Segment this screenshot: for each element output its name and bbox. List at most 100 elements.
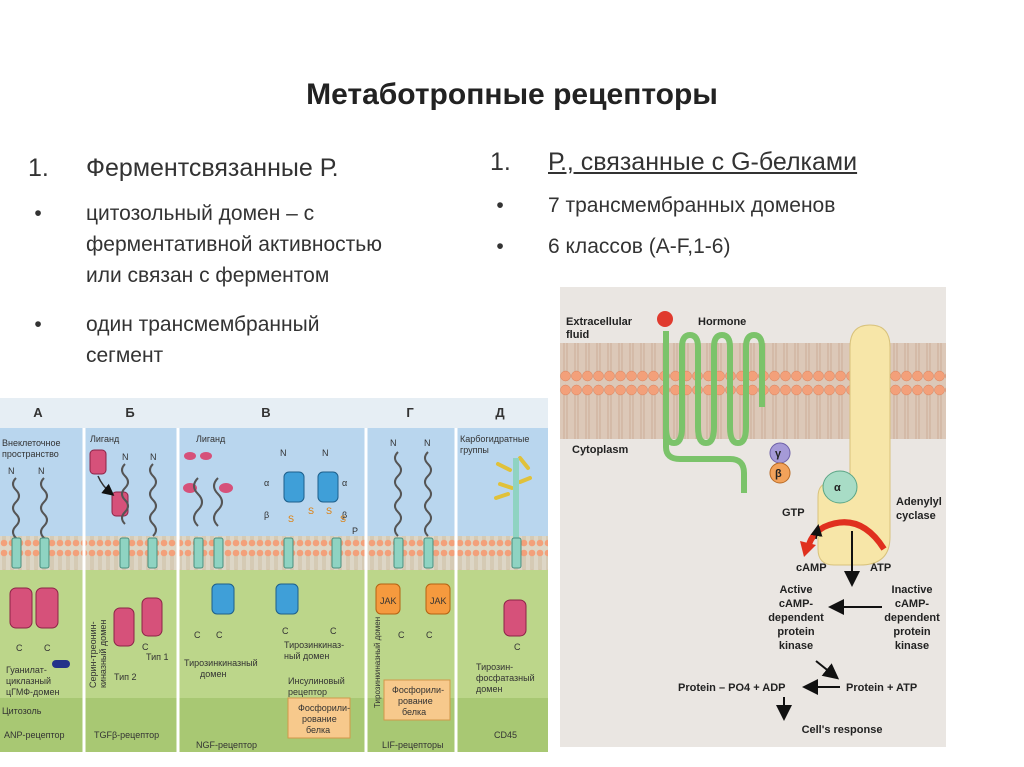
bullet-dot: • <box>496 194 504 217</box>
tyr-kinase-label-2: домен <box>200 669 226 679</box>
active-label-4: protein <box>777 626 815 638</box>
membrane-bilayer <box>0 536 548 570</box>
guanylate-label-2: циклазный <box>6 676 51 686</box>
phos-g-label-2: рование <box>398 696 433 706</box>
c-label: C <box>282 626 289 636</box>
tyr-kinase2-label-2: ный домен <box>284 651 329 661</box>
slide-title: Метаботропные рецепторы <box>306 78 718 111</box>
right-bullet-1-text: 7 трансмембранных доменов <box>548 194 836 217</box>
caption-lif: LIF-рецепторы <box>382 740 443 750</box>
carbo-label-1: Карбогидратные <box>460 434 529 444</box>
inactive-label-1: Inactive <box>892 584 933 596</box>
beta-label: β <box>775 468 782 480</box>
n-label: N <box>38 466 45 476</box>
jak-label: JAK <box>430 596 447 606</box>
phos-g-label-1: Фосфорили- <box>392 685 444 695</box>
p-label: P <box>352 526 358 536</box>
beta-subunit <box>769 462 791 484</box>
extracellular-label-1: Внеклеточное <box>2 438 60 448</box>
ligand-label-v: Лиганд <box>196 434 226 444</box>
right-heading-text: Р., связанные с G-белками <box>548 148 858 176</box>
c-label: C <box>16 643 23 653</box>
left-bullet-1-line-3: или связан с ферментом <box>86 264 330 287</box>
adenylyl-label-1: Adenylyl <box>896 496 942 508</box>
cytoplasm-label: Cytoplasm <box>572 444 628 456</box>
protein-po4-label: Protein – PO4 + ADP <box>678 682 786 694</box>
ligand-label-b: Лиганд <box>90 434 120 444</box>
tyr-phos-label-2: фосфатазный <box>476 673 535 683</box>
c-label: C <box>398 630 405 640</box>
carbo-label-2: группы <box>460 445 489 455</box>
panel-label-a: А <box>33 405 43 420</box>
panel-label-d: Д <box>495 405 505 420</box>
gpcr-figure: Extracellular fluid Hormone Cytoplasm γ … <box>560 287 946 747</box>
c-label: C <box>426 630 433 640</box>
c-label: C <box>44 643 51 653</box>
jak-label: JAK <box>380 596 397 606</box>
ser-thr-label-1: Серин-треонин- <box>88 621 98 688</box>
caption-ngf: NGF-рецептор <box>196 740 257 750</box>
caption-cd45: CD45 <box>494 730 517 740</box>
conversion-arrow <box>805 519 887 551</box>
c-label: C <box>514 642 521 652</box>
tyr-kinase-vertical-label: Тирозинкиназный домен <box>373 617 382 708</box>
n-label: N <box>390 438 397 448</box>
gpcr-seven-tm-receptor <box>663 331 765 447</box>
extracellular-label-2: пространство <box>2 449 59 459</box>
cytosol-label: Цитозоль <box>2 706 42 716</box>
c-label: C <box>330 626 337 636</box>
s-label: S <box>326 506 332 516</box>
panel-label-b: Б <box>125 405 134 420</box>
type1-label: Тип 1 <box>146 652 169 662</box>
left-bullet-1: • цитозольный домен – с ферментативной а… <box>34 198 382 291</box>
ser-thr-label-2: киназный домен <box>98 620 108 688</box>
caption-anp: ANP-рецептор <box>4 730 64 740</box>
right-heading: 1. Р., связанные с G-белками <box>490 148 857 177</box>
type2-label: Тип 2 <box>114 672 137 682</box>
beta-label: β <box>342 510 347 520</box>
left-bullet-2-line-2: сегмент <box>86 344 164 367</box>
right-bullet-2-text: 6 классов (A-F,1-6) <box>548 235 731 258</box>
protein-atp-label: Protein + ATP <box>846 682 917 694</box>
left-heading: 1.Ферментсвязанные Р. <box>28 154 339 183</box>
alpha-label: α <box>264 478 269 488</box>
extracellular-label-2: fluid <box>566 329 589 341</box>
left-bullet-2-line-1: один трансмембранный <box>86 313 320 336</box>
tyr-phos-label-1: Тирозин- <box>476 662 513 672</box>
active-label-5: kinase <box>779 640 813 652</box>
insulin-label-2: рецептор <box>288 687 327 697</box>
bullet-dot: • <box>34 202 42 225</box>
guanylate-label-3: цГМФ-домен <box>6 687 60 697</box>
camp-label: cAMP <box>796 562 827 574</box>
insulin-label-1: Инсулиновый <box>288 676 345 686</box>
right-heading-number: 1. <box>490 148 511 176</box>
s-label: S <box>288 514 294 524</box>
left-bullet-1-line-1: цитозольный домен – с <box>86 202 315 225</box>
tyr-phos-label-3: домен <box>476 684 502 694</box>
hormone-icon <box>657 311 673 327</box>
guanylate-label-1: Гуанилат- <box>6 665 47 675</box>
n-label: N <box>280 448 287 458</box>
adenylyl-cyclase <box>817 324 891 566</box>
tyr-kinase2-label-1: Тирозинкиназ- <box>284 640 344 650</box>
left-bullet-2: • один трансмембранный сегмент <box>34 309 320 371</box>
inactive-label-2: cAMP- <box>895 598 930 610</box>
panel-label-v: В <box>261 405 270 420</box>
bullet-dot: • <box>34 313 42 336</box>
s-label: S <box>308 506 314 516</box>
caption-tgfb: TGFβ-рецептор <box>94 730 159 740</box>
extracellular-label-1: Extracellular <box>566 316 633 328</box>
left-bullet-1-line-2: ферментативной активностью <box>86 233 382 256</box>
left-heading-number: 1. <box>28 154 49 182</box>
n-label: N <box>122 452 129 462</box>
c-label: C <box>142 642 149 652</box>
alpha-label: α <box>834 482 841 494</box>
inactive-label-4: protein <box>893 626 931 638</box>
adenylyl-label-2: cyclase <box>896 510 936 522</box>
gamma-label: γ <box>775 448 782 460</box>
atp-label: ATP <box>870 562 891 574</box>
phos-v-label-2: рование <box>302 714 337 724</box>
right-bullet-1: • 7 трансмембранных доменов <box>496 190 836 221</box>
cell-response-label: Cell's response <box>802 724 883 736</box>
n-label: N <box>8 466 15 476</box>
